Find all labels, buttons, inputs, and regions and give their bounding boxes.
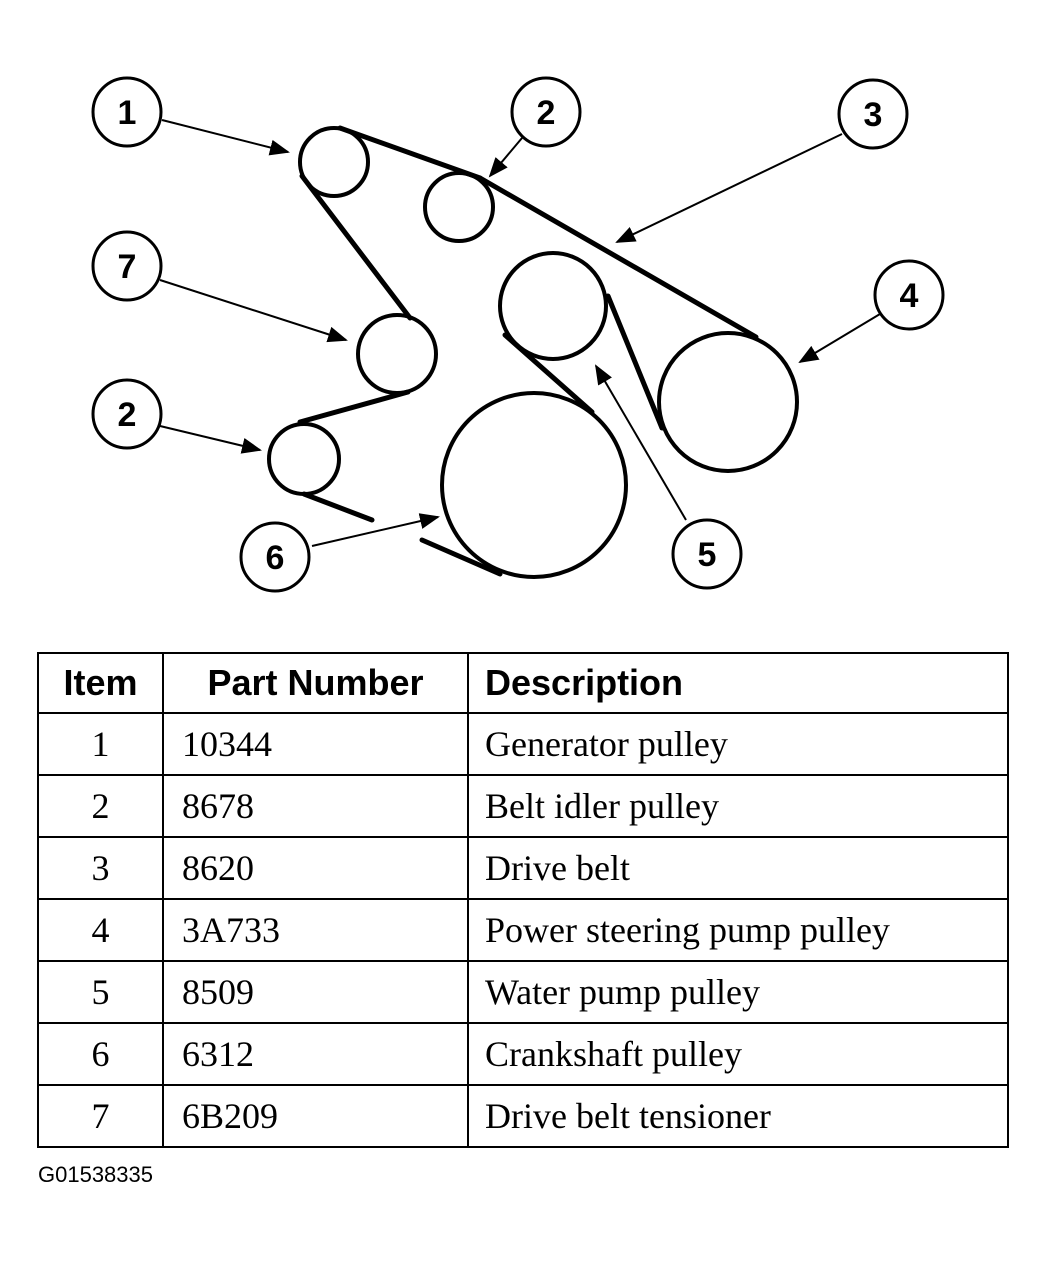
callout-5-label: 5 (698, 536, 717, 574)
arrow-6 (311, 513, 440, 547)
upper-idler-pulley (423, 171, 495, 243)
cell-item: 5 (37, 960, 164, 1024)
belt-routing-diagram: 1 2 3 4 5 6 7 2 (91, 76, 945, 593)
callout-2b-label: 2 (118, 396, 137, 434)
header-part-number: Part Number (162, 652, 469, 714)
cell-description: Water pump pulley (467, 960, 1009, 1024)
callout-1 (91, 76, 163, 148)
cell-part-number: 8678 (162, 774, 469, 838)
callout-3 (837, 78, 909, 150)
cell-part-number: 6312 (162, 1022, 469, 1086)
table-row: 3 8620 Drive belt (37, 836, 1009, 900)
table-row: 6 6312 Crankshaft pulley (37, 1022, 1009, 1086)
cell-part-number: 8509 (162, 960, 469, 1024)
cell-part-number: 6B209 (162, 1084, 469, 1148)
tensioner-pulley (356, 313, 438, 395)
cell-description: Generator pulley (467, 712, 1009, 776)
table-header-row: Item Part Number Description (37, 652, 1009, 714)
callout-2a-label: 2 (537, 94, 556, 132)
crankshaft-pulley (440, 391, 628, 579)
callout-1-label: 1 (118, 94, 137, 132)
callout-6 (239, 521, 311, 593)
arrow-2b (159, 425, 262, 454)
cell-description: Power steering pump pulley (467, 898, 1009, 962)
callout-2b (91, 378, 163, 450)
cell-part-number: 8620 (162, 836, 469, 900)
cell-description: Crankshaft pulley (467, 1022, 1009, 1086)
table-row: 7 6B209 Drive belt tensioner (37, 1084, 1009, 1148)
callout-6-label: 6 (266, 539, 285, 577)
cell-description: Drive belt (467, 836, 1009, 900)
arrow-7 (159, 279, 348, 343)
figure-id: G01538335 (38, 1162, 153, 1187)
arrow-2a (488, 137, 523, 178)
table-row: 2 8678 Belt idler pulley (37, 774, 1009, 838)
callout-7 (91, 230, 163, 302)
header-description: Description (467, 652, 1009, 714)
water-pump-pulley (498, 251, 608, 361)
arrow-4 (798, 313, 881, 364)
cell-description: Belt idler pulley (467, 774, 1009, 838)
cell-description: Drive belt tensioner (467, 1084, 1009, 1148)
drive-belt (297, 125, 759, 577)
table-row: 4 3A733 Power steering pump pulley (37, 898, 1009, 962)
cell-item: 6 (37, 1022, 164, 1086)
callout-5 (671, 518, 743, 590)
parts-table: Item Part Number Description 1 10344 Gen… (37, 652, 1009, 1148)
cell-item: 2 (37, 774, 164, 838)
generator-pulley (298, 126, 370, 198)
cell-item: 1 (37, 712, 164, 776)
arrow-3 (615, 133, 843, 243)
lower-idler-pulley (267, 422, 341, 496)
cell-item: 7 (37, 1084, 164, 1148)
callout-2a (510, 76, 582, 148)
callout-7-label: 7 (118, 248, 137, 286)
arrow-1 (161, 119, 290, 156)
callout-4 (873, 259, 945, 331)
table-row: 5 8509 Water pump pulley (37, 960, 1009, 1024)
cell-item: 4 (37, 898, 164, 962)
callout-3-label: 3 (864, 96, 883, 134)
header-item: Item (37, 652, 164, 714)
table-row: 1 10344 Generator pulley (37, 712, 1009, 776)
power-steering-pump-pulley (657, 331, 799, 473)
cell-part-number: 3A733 (162, 898, 469, 962)
cell-part-number: 10344 (162, 712, 469, 776)
arrow-5 (594, 364, 687, 521)
callout-4-label: 4 (900, 277, 919, 315)
cell-item: 3 (37, 836, 164, 900)
